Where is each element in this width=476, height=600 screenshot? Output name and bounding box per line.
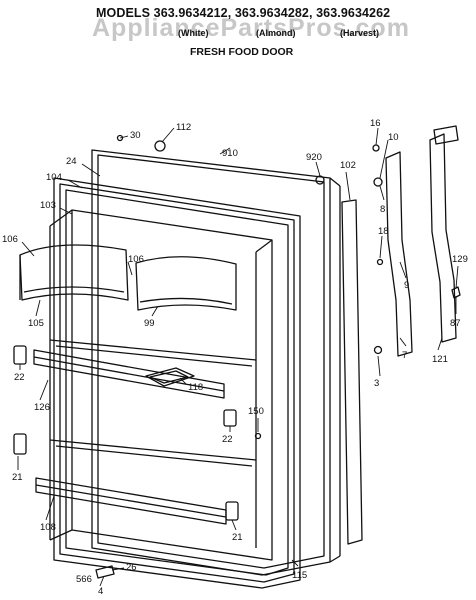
callout-4: 4 [98, 586, 103, 597]
diagram-header: AppliancePartsPros.com MODELS 363.963421… [0, 0, 476, 60]
callout-103: 103 [40, 200, 56, 211]
callout-21-left: 21 [12, 472, 23, 483]
callout-118: 118 [188, 382, 203, 393]
callout-10: 10 [388, 132, 399, 143]
callout-108: 108 [40, 522, 56, 533]
callout-566: 566 [76, 574, 92, 585]
callout-105: 105 [28, 318, 44, 329]
callout-9: 9 [404, 280, 409, 291]
callout-3: 3 [374, 378, 379, 389]
callout-129: 129 [452, 254, 468, 265]
dairy-door-right [135, 256, 237, 311]
variant-almond: (Almond) [256, 28, 296, 38]
callout-150: 150 [248, 406, 264, 417]
callout-104: 104 [46, 172, 62, 183]
callout-24: 24 [66, 156, 77, 167]
callout-21-right: 21 [232, 532, 243, 543]
callout-99: 99 [144, 318, 155, 329]
diagram-subtitle: FRESH FOOD DOOR [190, 46, 294, 58]
upper-door-rail [33, 349, 225, 399]
callout-26: 26 [126, 562, 137, 573]
callout-910: 910 [222, 148, 238, 159]
callout-102: 102 [340, 160, 356, 171]
callout-87: 87 [450, 318, 461, 329]
callout-8: 8 [380, 204, 385, 215]
callout-22-right: 22 [222, 434, 233, 445]
callout-106-left: 106 [2, 234, 18, 245]
callout-115: 115 [292, 570, 307, 581]
callout-126: 126 [34, 402, 50, 413]
variant-harvest: (Harvest) [340, 28, 380, 38]
callout-18: 18 [378, 226, 389, 237]
callout-30: 30 [130, 130, 141, 141]
callout-112: 112 [176, 122, 191, 133]
callout-121: 121 [432, 354, 448, 365]
callout-16: 16 [370, 118, 381, 129]
kick-plate [95, 565, 115, 579]
callout-920: 920 [306, 152, 322, 163]
callout-22-left: 22 [14, 372, 25, 383]
watermark: AppliancePartsPros.com [92, 14, 410, 42]
lower-door-rail [35, 477, 227, 525]
callout-7: 7 [402, 350, 407, 361]
door-trim-strip [341, 199, 363, 545]
models-title: MODELS 363.9634212, 363.9634282, 363.963… [96, 6, 391, 20]
dairy-door-left [19, 244, 129, 301]
variant-white: (White) [178, 28, 209, 38]
callout-106-right: 106 [128, 254, 144, 265]
color-variants: (White) (Almond) (Harvest) [0, 28, 476, 42]
inner-liner [49, 209, 273, 561]
